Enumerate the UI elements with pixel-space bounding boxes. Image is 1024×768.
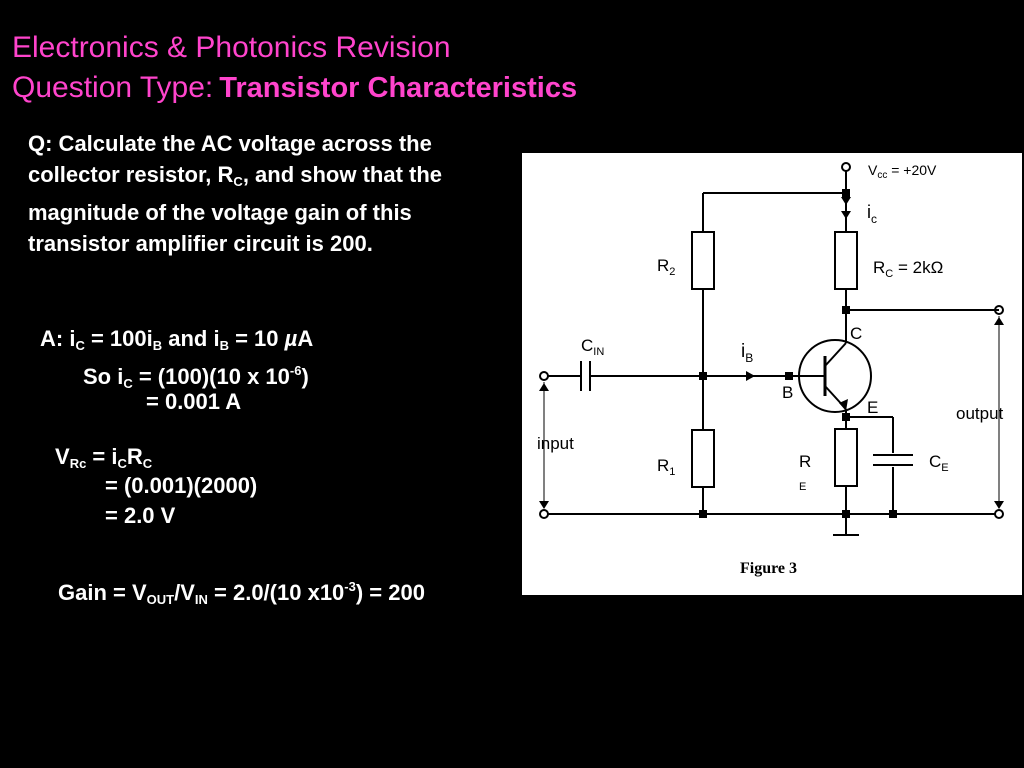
junction-collector: [842, 306, 850, 314]
title-line-1: Electronics & Photonics Revision: [12, 31, 451, 64]
re-resistor: [834, 428, 858, 487]
junction-re-ground: [842, 510, 850, 518]
vcc-arrowhead: [841, 197, 851, 205]
junction-emitter: [842, 413, 850, 421]
output-terminal-top: [994, 305, 1004, 315]
answer-line-3: = 0.001 A: [146, 389, 242, 414]
emitter-pin-label: E: [867, 398, 878, 417]
collector-pin-label: C: [850, 324, 862, 343]
rc-resistor: [834, 231, 858, 290]
question-type-label: Question Type:: [12, 71, 214, 104]
answer-gain-line: Gain = VOUT/VIN = 2.0/(10 x10-3) = 200: [58, 579, 425, 607]
input-arrowhead-top: [539, 383, 549, 391]
output-label: output: [956, 404, 1004, 423]
answer-line-5: = (0.001)(2000): [105, 473, 258, 498]
circuit-diagram: Vcc = +20V ic R2 RC = 2kΩ C CIN iB B E o…: [537, 162, 1004, 577]
vcc-label: Vcc = +20V: [868, 162, 937, 181]
rc-label: RC = 2kΩ: [873, 258, 943, 280]
input-terminal-bottom: [539, 509, 549, 519]
base-pin-label: B: [782, 383, 793, 402]
ic-label: ic: [867, 202, 877, 226]
junction-vcc: [842, 189, 850, 197]
transistor-collector-lead: [824, 342, 847, 367]
input-arrowhead-bottom: [539, 501, 549, 509]
input-terminal-top: [539, 371, 549, 381]
r2-label: R2: [657, 256, 675, 278]
answer-line-6: = 2.0 V: [105, 503, 176, 528]
r2-resistor: [691, 231, 715, 290]
junction-ce-ground: [889, 510, 897, 518]
answer-line-2: So iC = (100)(10 x 10-6): [83, 363, 309, 391]
ib-label: iB: [741, 341, 753, 365]
input-label: input: [537, 434, 574, 453]
output-arrowhead-top: [994, 317, 1004, 325]
junction-base-pin: [785, 372, 793, 380]
junction-r1-ground: [699, 510, 707, 518]
figure-caption: Figure 3: [740, 560, 797, 577]
slide-title: Electronics & Photonics Revision Questio…: [12, 28, 577, 108]
ib-arrowhead: [746, 371, 755, 381]
question-text: Q: Calculate the AC voltage across the c…: [28, 131, 443, 256]
r1-resistor: [691, 429, 715, 488]
vcc-terminal: [841, 162, 851, 172]
ic-arrowhead: [841, 211, 851, 219]
circuit-figure: Vcc = +20V ic R2 RC = 2kΩ C CIN iB B E o…: [522, 153, 1022, 595]
output-terminal-bottom: [994, 509, 1004, 519]
question-topic: Transistor Characteristics: [219, 72, 578, 104]
answer-line-4: VRc = iCRC: [55, 444, 153, 471]
title-line-2: Question Type:Transistor Characteristics: [12, 68, 577, 108]
emitter-arrowhead: [839, 399, 848, 411]
cin-label: CIN: [581, 336, 604, 358]
junction-base: [699, 372, 707, 380]
answer-line-1: A: iC = 100iB and iB = 10 µA: [40, 326, 314, 353]
transistor-body: [798, 339, 872, 413]
output-arrowhead-bottom: [994, 501, 1004, 509]
r1-label: R1: [657, 456, 675, 478]
ce-label: CE: [929, 452, 949, 474]
